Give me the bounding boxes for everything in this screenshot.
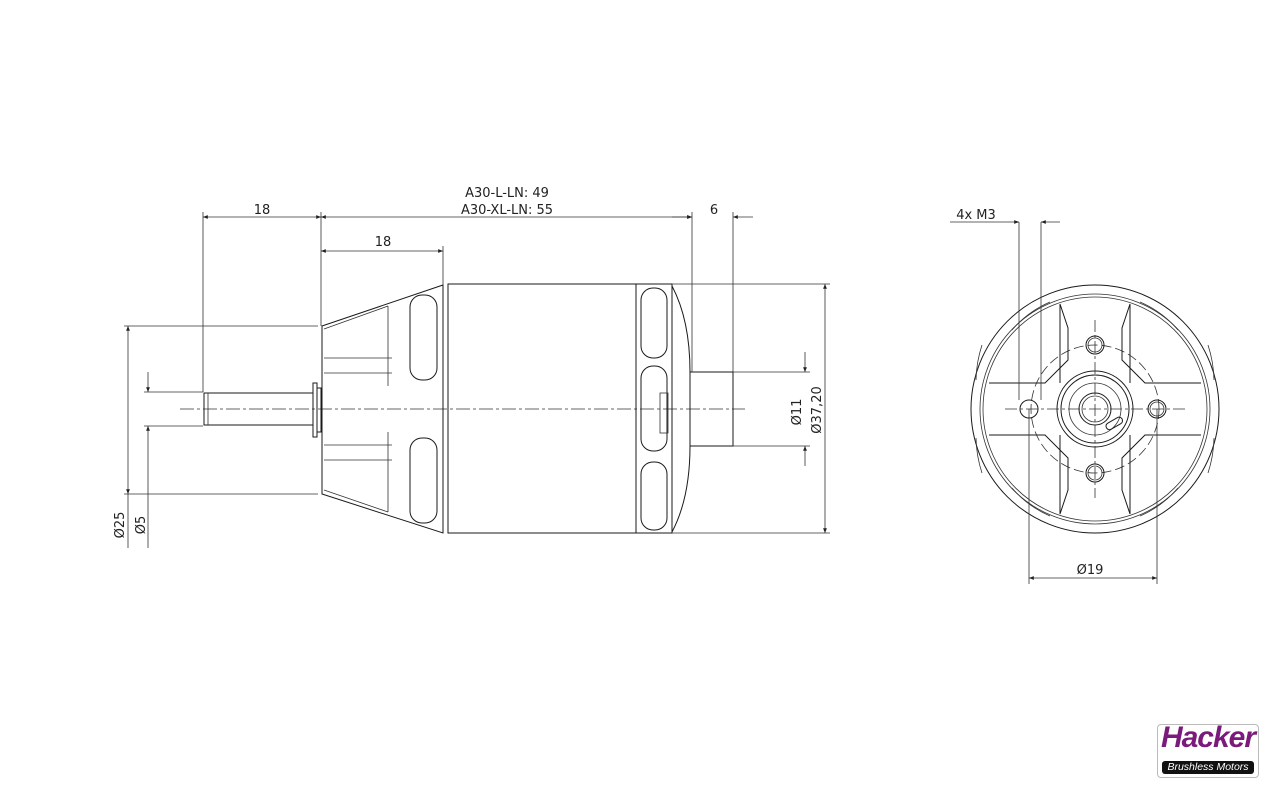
logo-brand: Hacker [1160,724,1256,754]
side-view: 18 A30-L-LN: 49 A30-XL-LN: 55 6 18 Ø25 Ø… [113,186,830,548]
end-bell [635,283,673,534]
dim-shaft-diameter: Ø5 [134,516,149,535]
shaft-collar [312,382,318,438]
dim-can-diameter: Ø37,20 [810,386,825,433]
spokes [989,303,1201,515]
dim-boss-diameter: Ø11 [790,399,805,426]
mount-window [409,294,438,381]
dim-rear-boss: 6 [710,203,718,218]
dim-length-l: A30-L-LN: 49 [465,186,549,201]
dim-mount-length: 18 [375,235,392,250]
outer-rim [970,284,1220,534]
dim-thread: 4x M3 [956,208,996,223]
motor-can [447,283,637,534]
mount-window [409,437,438,524]
hacker-logo: Hacker Brushless Motors [1157,724,1259,778]
logo-tagline: Brushless Motors [1162,761,1254,774]
cross-mount [321,284,444,534]
dim-length-xl: A30-XL-LN: 55 [461,203,553,218]
end-view: 4x M3 Ø19 [950,208,1220,584]
dim-mount-diameter: Ø25 [113,512,128,539]
dim-bolt-circle: Ø19 [1077,563,1104,578]
dim-shaft-length: 18 [254,203,271,218]
rear-boss [689,371,734,447]
